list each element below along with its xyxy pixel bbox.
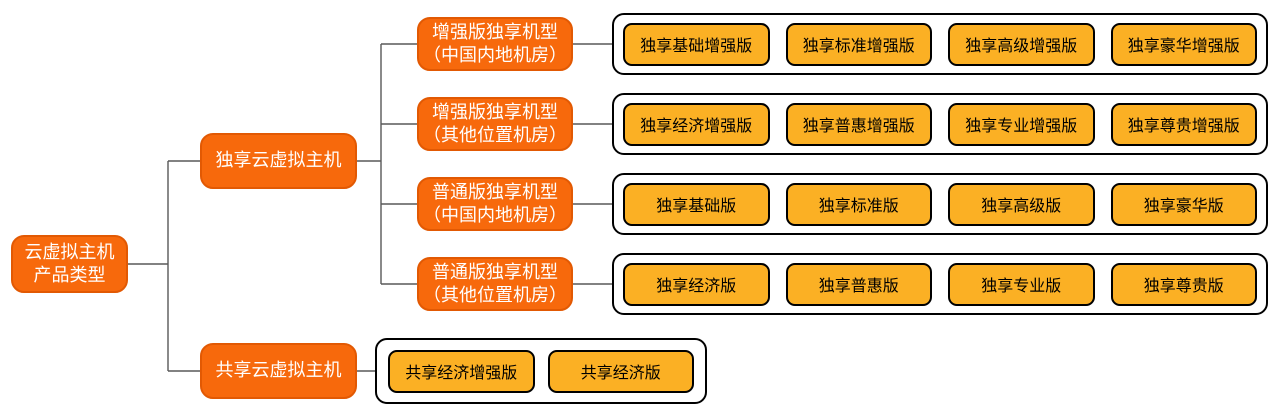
- leaf-group-enhanced-other: 独享经济增强版 独享普惠增强版 独享专业增强版 独享尊贵增强版: [612, 93, 1268, 155]
- model-node-standard-mainland: 普通版独享机型 （中国内地机房）: [417, 177, 573, 231]
- leaf-node: 独享尊贵增强版: [1110, 102, 1257, 146]
- leaf-group-shared: 共享经济增强版 共享经济版: [375, 338, 707, 404]
- leaf-node: 独享基础版: [623, 182, 770, 226]
- leaf-node: 独享高级版: [948, 182, 1095, 226]
- root-node: 云虚拟主机 产品类型: [11, 235, 128, 293]
- leaf-group-enhanced-mainland: 独享基础增强版 独享标准增强版 独享高级增强版 独享豪华增强版: [612, 13, 1268, 75]
- leaf-group-standard-other: 独享经济版 独享普惠版 独享专业版 独享尊贵版: [612, 253, 1268, 315]
- leaf-node: 共享经济增强版: [388, 349, 535, 393]
- leaf-node: 独享豪华版: [1110, 182, 1257, 226]
- leaf-node: 独享高级增强版: [948, 22, 1095, 66]
- leaf-node: 独享专业增强版: [948, 102, 1095, 146]
- leaf-node: 独享标准版: [785, 182, 932, 226]
- leaf-node: 独享普惠增强版: [785, 102, 932, 146]
- leaf-node: 独享普惠版: [785, 262, 932, 306]
- branch-node-dedicated: 独享云虚拟主机: [200, 133, 357, 189]
- leaf-node: 独享经济增强版: [623, 102, 770, 146]
- model-node-enhanced-other: 增强版独享机型 （其他位置机房）: [417, 97, 573, 151]
- leaf-node: 共享经济版: [547, 349, 694, 393]
- leaf-node: 独享基础增强版: [623, 22, 770, 66]
- model-node-standard-other: 普通版独享机型 （其他位置机房）: [417, 257, 573, 311]
- leaf-node: 独享尊贵版: [1110, 262, 1257, 306]
- leaf-node: 独享经济版: [623, 262, 770, 306]
- leaf-node: 独享标准增强版: [785, 22, 932, 66]
- model-node-enhanced-mainland: 增强版独享机型 （中国内地机房）: [417, 17, 573, 71]
- leaf-group-standard-mainland: 独享基础版 独享标准版 独享高级版 独享豪华版: [612, 173, 1268, 235]
- leaf-node: 独享专业版: [948, 262, 1095, 306]
- leaf-node: 独享豪华增强版: [1110, 22, 1257, 66]
- branch-node-shared: 共享云虚拟主机: [200, 343, 357, 399]
